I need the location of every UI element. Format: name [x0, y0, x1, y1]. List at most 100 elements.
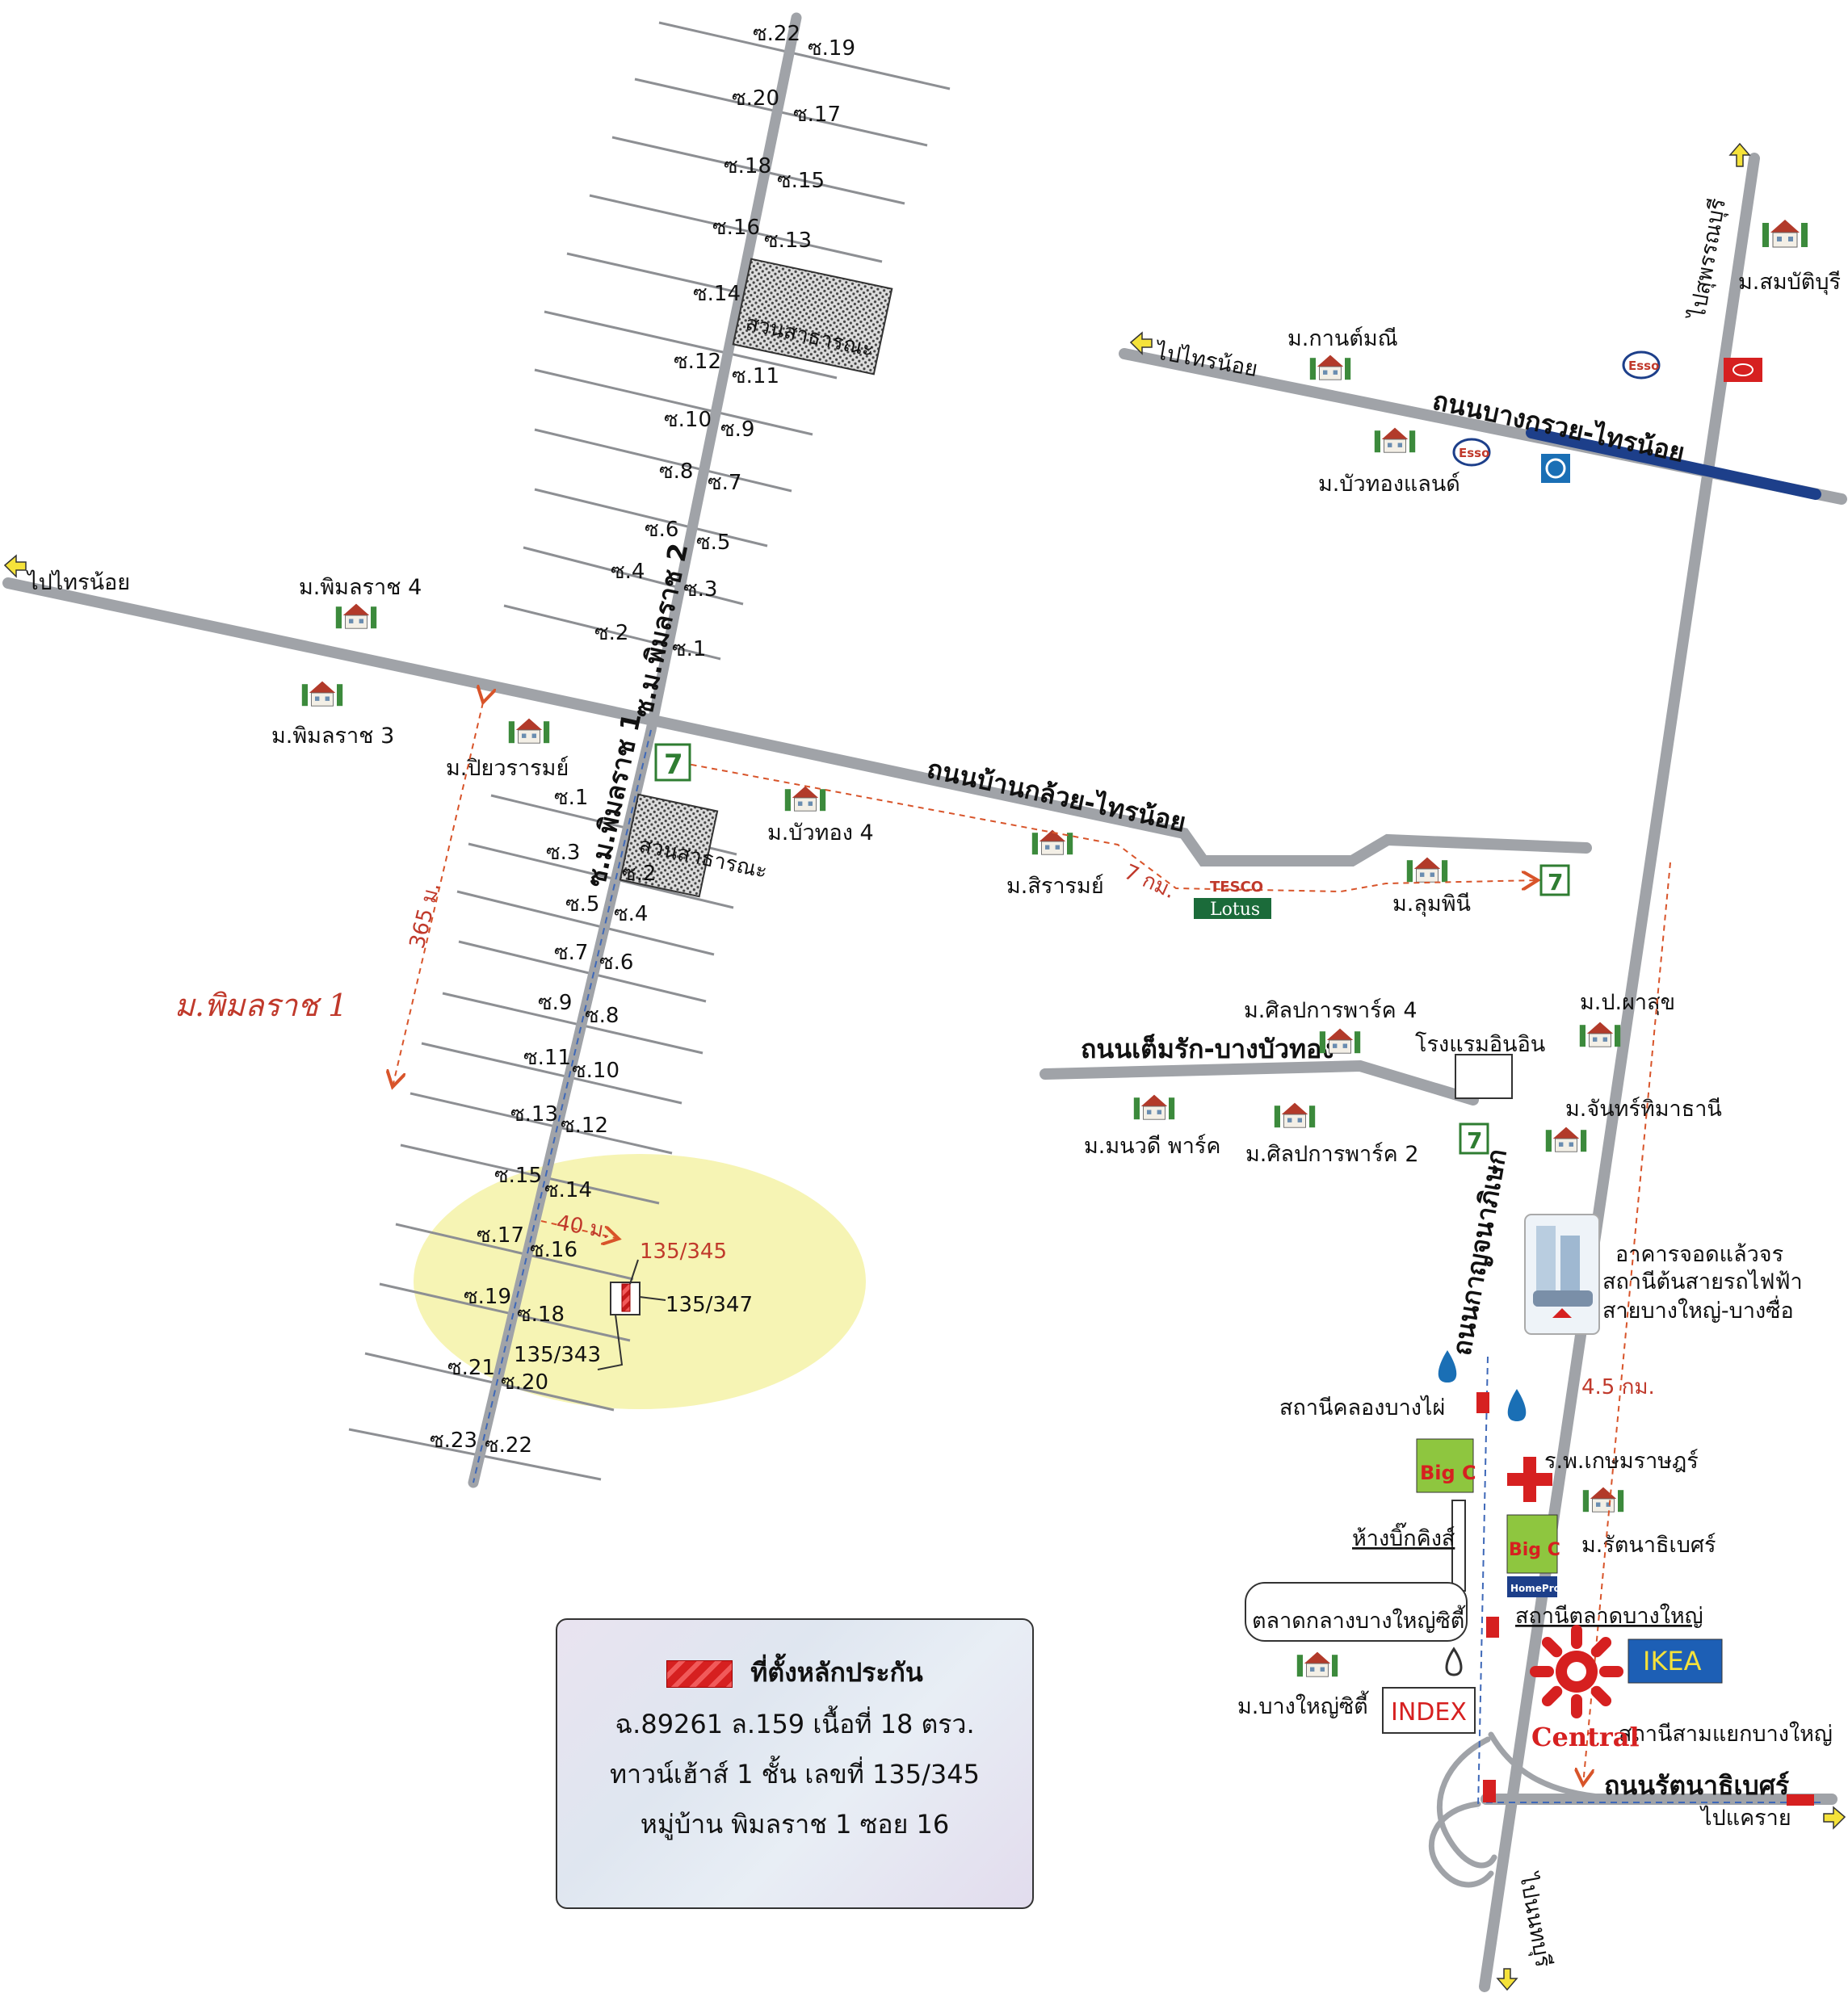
svg-text:Big C: Big C [1509, 1540, 1560, 1560]
village-house-icon [1133, 1094, 1175, 1120]
soi-streets-upper [503, 21, 951, 661]
legend-box: ที่ตั้งหลักประกัน ฉ.89261 ล.159 เนื้อที่… [556, 1618, 1034, 1909]
station-talad-bangyai: สถานีตลาดบางใหญ่ [1515, 1603, 1703, 1629]
soi-label: ซ.1 [554, 786, 588, 810]
soi-label: ซ.16 [712, 216, 760, 240]
park-lower [619, 793, 719, 898]
svg-text:ไปแคราย: ไปแคราย [1699, 1806, 1791, 1831]
svg-text:ม.ป.ผาสุข: ม.ป.ผาสุข [1580, 990, 1675, 1016]
svg-text:ม.สิรารมย์: ม.สิรารมย์ [1006, 873, 1104, 899]
soi-label: ซ.2 [622, 862, 656, 886]
station-markers [1476, 1392, 1814, 1806]
road-label-rattanathibet: ถนนรัตนาธิเบศร์ [1604, 1770, 1789, 1801]
seven-eleven-icon: 7 [1467, 1127, 1482, 1154]
soi-label: ซ.14 [693, 282, 741, 306]
svg-text:Lotus: Lotus [1210, 900, 1260, 920]
svg-text:ม.ศิลปการพาร์ค 4: ม.ศิลปการพาร์ค 4 [1244, 997, 1418, 1023]
road-temrak [1040, 1059, 1479, 1106]
ikea-logo [1628, 1638, 1723, 1684]
soi-label: ซ.5 [696, 531, 730, 555]
soi-label: ซ.10 [664, 408, 712, 432]
soi-labels-upper: ซ.22 ซ.19 ซ.20 ซ.17 ซ.18 ซ.15 ซ.16 ซ.13 … [594, 22, 855, 661]
village-house-icon [335, 603, 377, 629]
svg-text:สถานีต้นสายรถไฟฟ้า: สถานีต้นสายรถไฟฟ้า [1602, 1269, 1803, 1294]
esso-icon: Esso [1628, 359, 1659, 373]
soi-label: ซ.6 [645, 518, 678, 542]
interchange-loop-2 [1428, 1801, 1494, 1888]
svg-text:ม.รัตนาธิเบศร์: ม.รัตนาธิเบศร์ [1581, 1532, 1716, 1558]
toyota-icon [1724, 358, 1762, 382]
svg-text:ม.บางใหญ่ซิตี้: ม.บางใหญ่ซิตี้ [1237, 1690, 1369, 1719]
svg-text:ม.พิมลราช 3: ม.พิมลราช 3 [271, 724, 394, 749]
svg-text:ม.ปิยวรารมย์: ม.ปิยวรารมย์ [446, 755, 569, 781]
central-logo [1530, 1625, 1623, 1718]
svg-text:ม.ศิลปการพาร์ค 2: ม.ศิลปการพาร์ค 2 [1245, 1141, 1419, 1167]
highway-elevated [1526, 427, 1821, 500]
hospital-icon [1507, 1457, 1552, 1502]
village-house-icon [1309, 355, 1351, 380]
hospital-label: ร.พ.เกษมราษฎร์ [1544, 1448, 1699, 1474]
park-ride-labels: อาคารจอดแล้วจร สถานีต้นสายรถไฟฟ้า สายบาง… [1602, 1242, 1803, 1324]
arrow-left-icon [1129, 331, 1153, 355]
road-soi-main-2 [645, 12, 802, 736]
dimension-lines [393, 703, 1671, 1785]
soi-label: ซ.5 [565, 892, 599, 917]
centerlines [472, 729, 1825, 1810]
soi-label: ซ.4 [611, 560, 645, 584]
ptt-icon [1541, 454, 1570, 483]
soi-label: ซ.15 [494, 1164, 542, 1188]
station-klong-bangphai: สถานีคลองบางไผ่ [1279, 1395, 1445, 1420]
svg-text:ม.สมบัติบุรี: ม.สมบัติบุรี [1738, 270, 1841, 296]
distance-365: 365 ม. [405, 880, 445, 951]
market-label: ตลาดกลางบางใหญ่ซิตี้ [1252, 1605, 1466, 1634]
central-logo-text: Central [1531, 1722, 1640, 1752]
soi-label: ซ.18 [517, 1303, 565, 1327]
seven-eleven-icon: 7 [664, 749, 683, 781]
village-house-icon [1582, 1487, 1624, 1513]
soi-label: ซ.7 [554, 941, 588, 965]
road-label-kanchana: ถนนกาญจนาภิเษก [1446, 1147, 1512, 1357]
soi-label: ซ.1 [672, 637, 706, 661]
station-samyaek-bangyai: สถานีสามแยกบางใหญ่ [1619, 1721, 1833, 1747]
legend-line-2: ทาวน์เฮ้าส์ 1 ชั้น เลขที่ 135/345 [610, 1759, 980, 1790]
soi-label: ซ.11 [732, 364, 779, 388]
soi-label: ซ.13 [764, 229, 812, 253]
ikea-logo-text: IKEA [1643, 1646, 1702, 1676]
house-number-right: 135/347 [666, 1293, 753, 1317]
svg-text:ไปนนทบุรี: ไปนนทบุรี [1514, 1870, 1556, 1970]
arrow-right-icon [1823, 1806, 1846, 1830]
soi-label: ซ.20 [501, 1370, 548, 1395]
legend-title: ที่ตั้งหลักประกัน [750, 1657, 923, 1688]
collateral-marker [597, 1259, 666, 1370]
arrow-up-icon [1728, 142, 1751, 167]
soi-labels-lower: ซ.1 ซ.3 ซ.2 ซ.5 ซ.4 ซ.7 ซ.6 ซ.9 ซ.8 ซ.11… [430, 786, 656, 1458]
soi-label: ซ.18 [724, 154, 771, 178]
svg-text:ไปไทรน้อย: ไปไทรน้อย [26, 570, 130, 595]
soi-label: ซ.12 [674, 350, 721, 374]
soi-label: ซ.4 [614, 902, 648, 926]
fuel-drop-icons [1438, 1350, 1527, 1421]
interchange-loop-1 [1436, 1736, 1497, 1869]
distance-4-5km: 4.5 กม. [1581, 1375, 1655, 1399]
village-house-icon [1406, 857, 1448, 883]
village-house-icon [1274, 1102, 1316, 1128]
soi-label: ซ.6 [599, 950, 633, 975]
svg-text:ม.กานต์มณี: ม.กานต์มณี [1287, 325, 1398, 351]
svg-text:ม.ลุมพินี: ม.ลุมพินี [1392, 892, 1471, 917]
soi-label: ซ.22 [485, 1433, 532, 1458]
soi-label: ซ.9 [720, 417, 754, 442]
soi-label: ซ.3 [683, 577, 717, 602]
interchange-loop-3 [1488, 1731, 1611, 1801]
svg-text:อาคารจอดแล้วจร: อาคารจอดแล้วจร [1615, 1242, 1783, 1267]
road-kanchana [1479, 153, 1760, 1992]
soi-label: ซ.2 [594, 621, 628, 645]
village-house-icon [1296, 1651, 1338, 1677]
fuel-drop-icon [1438, 1350, 1457, 1383]
soi-label: ซ.9 [538, 991, 572, 1015]
svg-text:TESCO: TESCO [1210, 879, 1263, 896]
esso-icon: Esso [1459, 446, 1489, 460]
soi-label: ซ.15 [777, 169, 825, 193]
seven-eleven-icons: 7 7 7 [654, 743, 1570, 1155]
soi-label: ซ.8 [585, 1004, 619, 1028]
seven-eleven-icon: 7 [1548, 869, 1563, 896]
